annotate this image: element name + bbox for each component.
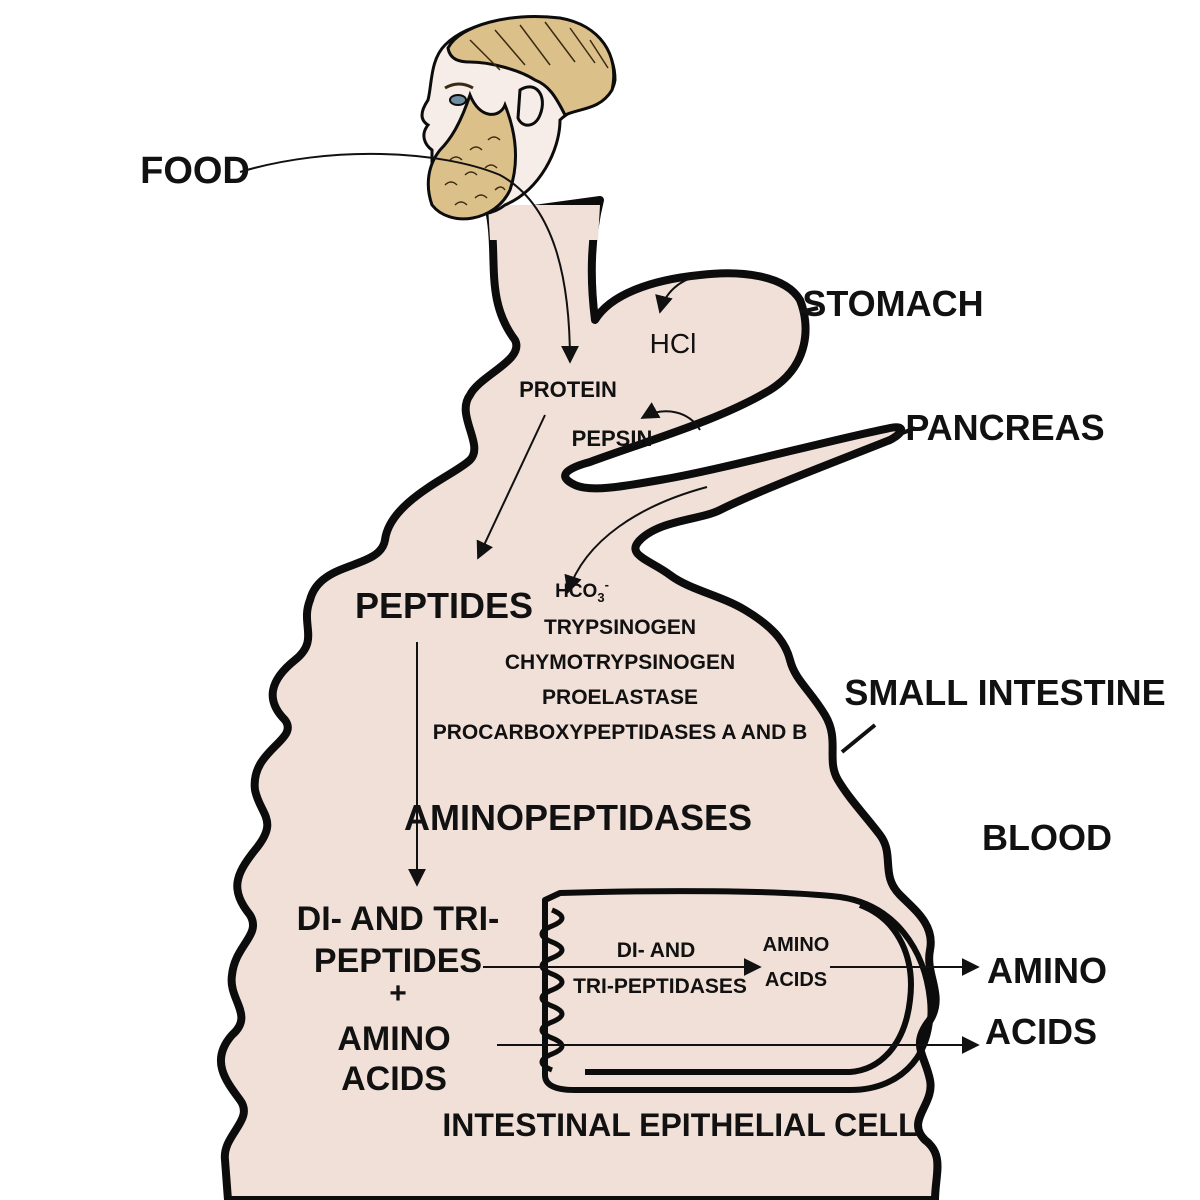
hco3-label: HCO3- xyxy=(555,577,609,605)
amino-acids-line1: AMINO xyxy=(337,1020,450,1058)
plus-sign: + xyxy=(389,977,407,1010)
pancreas-enzymes-arrow xyxy=(564,486,708,594)
peptidases-line2: TRI-PEPTIDASES xyxy=(573,975,747,998)
di-tri-peptides-line1: DI- AND TRI- xyxy=(297,900,500,938)
cell-amino-line2: ACIDS xyxy=(765,969,827,991)
blood-label: BLOOD xyxy=(982,817,1112,858)
cell-amino-line1: AMINO xyxy=(763,934,830,956)
aminopeptidases-label: AMINOPEPTIDASES xyxy=(404,797,752,838)
amino-acids-line2: ACIDS xyxy=(341,1060,447,1098)
protein-label: PROTEIN xyxy=(519,377,617,402)
trypsinogen-label: TRYPSINOGEN xyxy=(544,616,696,639)
beard xyxy=(426,90,517,221)
beard-texture xyxy=(444,136,506,206)
hcl-label: HCl xyxy=(650,328,697,359)
pancreas-leader xyxy=(894,426,916,438)
protein-to-peptides-arrow xyxy=(476,414,546,560)
stomach-leader xyxy=(799,306,819,314)
pancreas-label: PANCREAS xyxy=(905,407,1104,448)
peptidases-line1: DI- AND xyxy=(617,939,696,962)
food-label: FOOD xyxy=(140,150,250,192)
blood-acids-label: ACIDS xyxy=(985,1011,1097,1052)
hair-texture xyxy=(469,21,609,71)
di-tri-peptides-line2: PEPTIDES xyxy=(314,942,482,980)
hcl-arrow xyxy=(655,275,699,314)
pepsin-label: PEPSIN xyxy=(572,426,653,451)
food-arrow xyxy=(239,152,579,364)
hair xyxy=(446,15,616,117)
small-intestine-leader xyxy=(840,723,877,754)
procarboxypeptidases-label: PROCARBOXYPEPTIDASES A AND B xyxy=(433,721,808,744)
epithelial-cell-label: INTESTINAL EPITHELIAL CELL xyxy=(442,1107,917,1143)
microvilli-brush-border xyxy=(539,907,565,1073)
proelastase-label: PROELASTASE xyxy=(542,686,698,709)
peptides-label: PEPTIDES xyxy=(355,585,533,626)
stomach-label: STOMACH xyxy=(802,283,983,324)
ear xyxy=(516,85,544,127)
eyebrow xyxy=(444,82,474,90)
digestive-tract-body xyxy=(216,196,942,1200)
blood-amino-label: AMINO xyxy=(987,950,1107,991)
chymotrypsinogen-label: CHYMOTRYPSINOGEN xyxy=(505,651,735,674)
small-intestine-label: SMALL INTESTINE xyxy=(844,672,1165,713)
eye-icon xyxy=(449,94,467,106)
pepsin-arrow xyxy=(640,402,701,431)
cell-inner-membrane xyxy=(585,902,914,1075)
